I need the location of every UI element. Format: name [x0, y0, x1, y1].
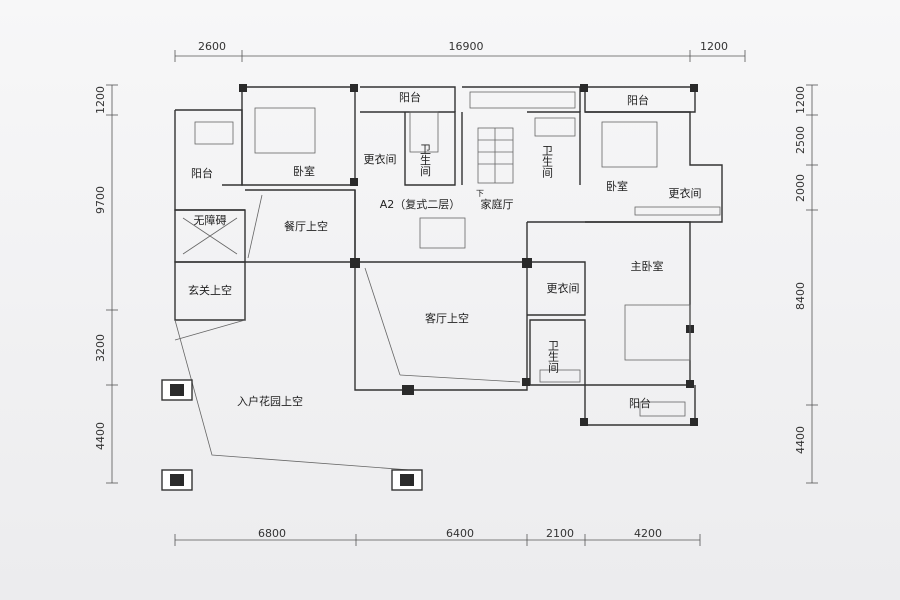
dim-right-4: 8400	[794, 282, 807, 310]
dimension-lines	[106, 50, 818, 546]
dimension-labels: 2600 16900 1200 6800 6400 2100 4200 1200…	[94, 40, 807, 540]
dim-right-5: 4400	[794, 426, 807, 454]
label-bath-center: 卫生间	[541, 145, 554, 179]
columns	[161, 84, 698, 491]
label-bedroom-right: 卧室	[606, 179, 628, 193]
label-balcony-left: 阳台	[191, 166, 213, 180]
label-garden-void: 入户花园上空	[237, 394, 303, 408]
dim-top-2: 16900	[449, 40, 484, 53]
label-dining-void: 餐厅上空	[284, 219, 328, 233]
label-plan-title: A2（复式二层）	[380, 197, 461, 211]
dim-top-1: 2600	[198, 40, 226, 53]
label-bedroom-left: 卧室	[293, 164, 315, 178]
dim-bottom-1: 6800	[258, 527, 286, 540]
dim-right-2: 2500	[794, 126, 807, 154]
label-family-hall: 家庭厅	[481, 197, 514, 211]
furniture	[194, 91, 721, 417]
walls	[174, 86, 723, 471]
label-stair-down: 下	[476, 189, 484, 198]
label-bath-master: 卫生间	[547, 340, 560, 374]
dim-bottom-2: 6400	[446, 527, 474, 540]
label-living-void: 客厅上空	[425, 311, 469, 325]
dim-bottom-4: 4200	[634, 527, 662, 540]
dim-left-2: 9700	[94, 186, 107, 214]
dim-left-4: 4400	[94, 422, 107, 450]
dim-left-1: 1200	[94, 86, 107, 114]
label-master-bedroom: 主卧室	[631, 259, 664, 273]
label-closet-master: 更衣间	[547, 281, 580, 295]
room-labels: 阳台 阳台 阳台 阳台 卧室 卧室 更衣间 更衣间 更衣间 卫生间 卫生间 卫生…	[188, 90, 702, 410]
dim-bottom-3: 2100	[546, 527, 574, 540]
label-closet-left: 更衣间	[364, 152, 397, 166]
dim-left-3: 3200	[94, 334, 107, 362]
label-closet-right: 更衣间	[669, 186, 702, 200]
label-accessible: 无障碍	[194, 213, 227, 227]
label-balcony-bottom-right: 阳台	[629, 396, 651, 410]
label-balcony-top-left: 阳台	[399, 90, 421, 104]
dim-right-1: 1200	[794, 86, 807, 114]
dim-right-3: 2000	[794, 174, 807, 202]
label-bath-left: 卫生间	[419, 144, 432, 178]
label-balcony-top-right: 阳台	[627, 93, 649, 107]
label-entrance-void: 玄关上空	[188, 283, 232, 297]
dim-top-3: 1200	[700, 40, 728, 53]
